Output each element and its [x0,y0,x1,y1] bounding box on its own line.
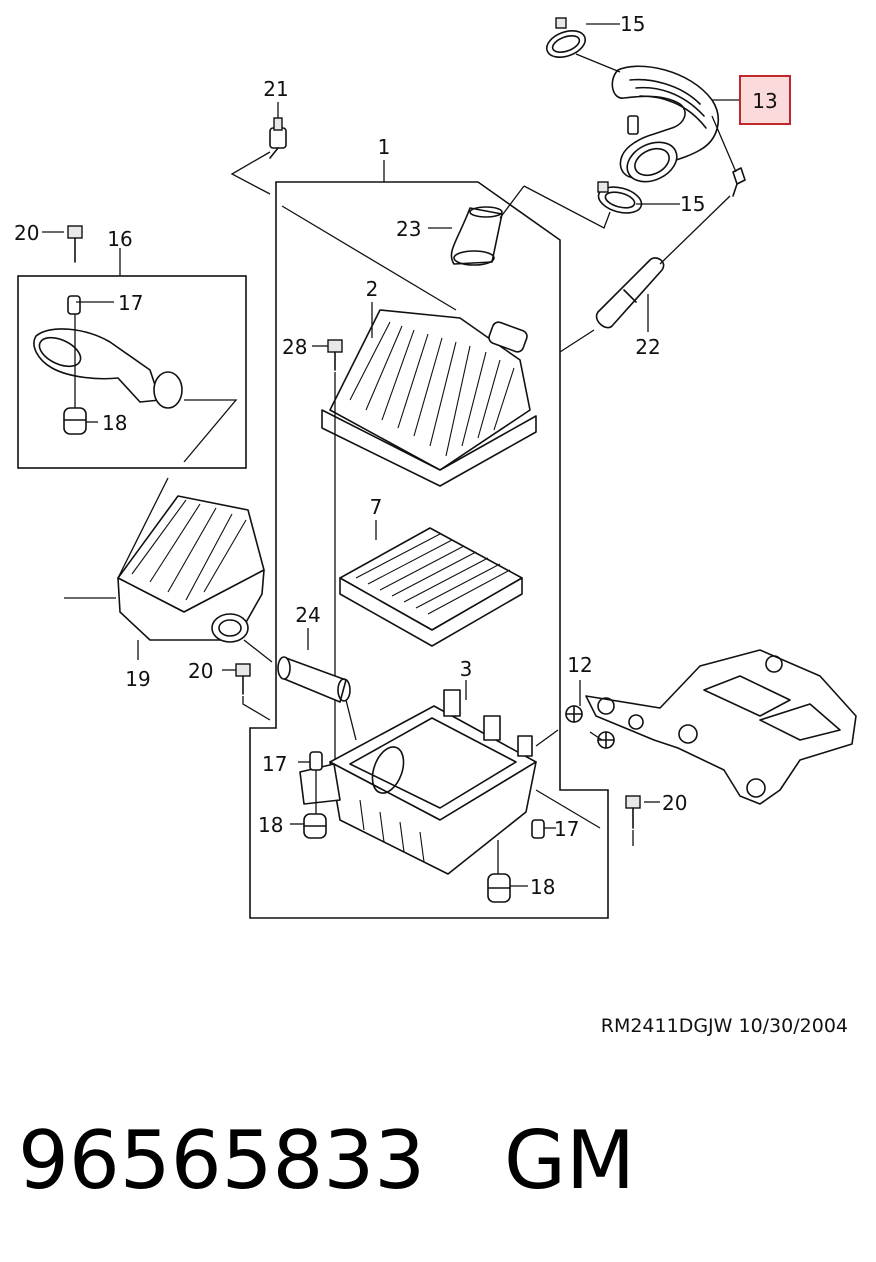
mounting-bracket [585,649,857,805]
callout-15-top: 15 [620,12,645,36]
callout-20-top: 20 [14,221,39,245]
bolt-28 [327,339,343,780]
callout-23: 23 [396,217,421,241]
callout-17-left: 17 [262,752,287,776]
callout-18-right: 18 [530,875,555,899]
callout-20-middle: 20 [188,659,213,683]
air-cleaner-housing-3 [299,689,537,875]
grommet-18-right [487,873,511,903]
callout-1: 1 [378,135,391,159]
callout-19: 19 [125,667,150,691]
callout-16: 16 [107,227,132,251]
air-filter-7 [339,527,523,647]
bushing-17-box [67,295,81,315]
callout-20-right: 20 [662,791,687,815]
inlet-duct-16 [33,328,183,409]
grommet-18-left [303,813,327,839]
air-cleaner-cover-2 [321,309,537,487]
part-number: 96565833 [18,1114,425,1207]
callout-12: 12 [567,653,592,677]
callout-7: 7 [370,495,383,519]
callout-17-box: 17 [118,291,143,315]
highlight-box-13 [739,75,791,125]
sensor-21 [269,117,287,159]
callout-17-right: 17 [554,817,579,841]
callout-15-lower: 15 [680,192,705,216]
leader-lines [42,23,740,887]
bushing-17-right [531,819,545,839]
bushing-17-left [309,751,323,771]
callout-13: 13 [752,89,777,113]
callout-3: 3 [460,657,473,681]
callout-18-left: 18 [258,813,283,837]
hose-clamp-15-top [545,17,587,58]
assembly-frame-1 [249,181,609,919]
bolt-20-top-left [67,225,83,263]
kit-box-16 [17,275,247,469]
callout-21: 21 [263,77,288,101]
callout-2: 2 [366,277,379,301]
callout-18-box: 18 [102,411,127,435]
hose-clamp-15-lower [597,181,643,214]
reference-code: RM2411DGJW 10/30/2004 [601,1015,848,1037]
brand-name: GM [504,1114,635,1207]
callout-22: 22 [635,335,660,359]
grommet-18-box [63,407,87,435]
pipe-24 [277,656,357,741]
intake-hose-13 [611,65,746,197]
bolt-20-middle [235,663,251,695]
callout-28: 28 [282,335,307,359]
bolt-20-right [625,795,641,829]
duct-23 [450,206,503,266]
breather-hose-22 [595,195,731,329]
callout-24: 24 [295,603,320,627]
air-cleaner-assembly-19 [117,495,265,643]
clip-12 [565,705,615,749]
